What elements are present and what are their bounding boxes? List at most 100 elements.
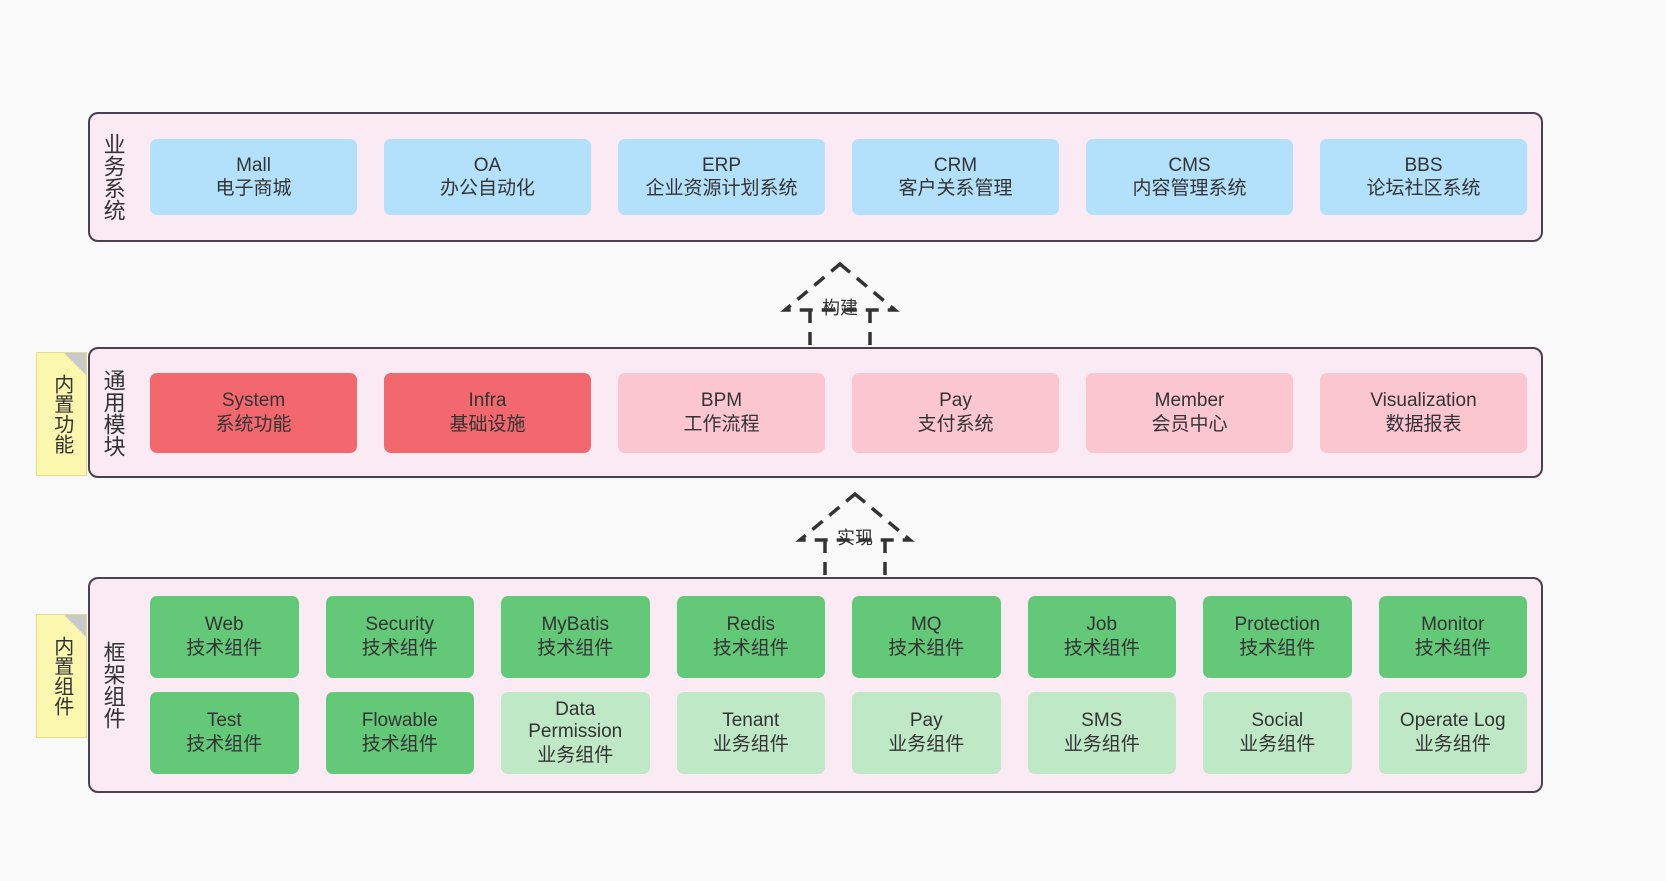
box-title: Monitor bbox=[1421, 614, 1485, 636]
box-title: SMS bbox=[1081, 710, 1123, 732]
box-title: BPM bbox=[700, 390, 743, 412]
box-subtitle: 业务组件 bbox=[888, 733, 965, 755]
box-subtitle: 技术组件 bbox=[1414, 637, 1491, 659]
box-title: CMS bbox=[1168, 154, 1211, 176]
layer-label-common-modules: 通用模块 bbox=[100, 368, 126, 457]
layer-body-business-systems: Mall 电子商城 OA 办公自动化 ERP 企业资源计划系统 CRM 客户关系… bbox=[136, 114, 1541, 240]
box-subtitle: 办公自动化 bbox=[439, 178, 535, 199]
box-redis[interactable]: Redis 技术组件 bbox=[676, 596, 825, 678]
row-business-systems: Mall 电子商城 OA 办公自动化 ERP 企业资源计划系统 CRM 客户关系… bbox=[150, 139, 1527, 215]
box-crm[interactable]: CRM 客户关系管理 bbox=[852, 139, 1059, 215]
box-subtitle: 技术组件 bbox=[537, 637, 614, 659]
box-title: Flowable bbox=[361, 710, 438, 732]
box-social[interactable]: Social 业务组件 bbox=[1203, 692, 1352, 774]
box-title: Pay bbox=[939, 390, 972, 412]
box-subtitle: 工作流程 bbox=[683, 413, 760, 435]
box-subtitle: 业务组件 bbox=[1239, 733, 1316, 755]
connector-build: 构建 bbox=[755, 258, 925, 358]
box-subtitle: 企业资源计划系统 bbox=[645, 178, 798, 199]
box-title: Infra bbox=[468, 390, 507, 412]
box-title: Redis bbox=[726, 614, 776, 636]
box-title: Pay bbox=[909, 710, 943, 732]
box-tenant[interactable]: Tenant 业务组件 bbox=[676, 692, 825, 774]
box-visualization[interactable]: Visualization 数据报表 bbox=[1320, 372, 1527, 453]
box-title: ERP bbox=[701, 154, 742, 176]
box-subtitle: 客户关系管理 bbox=[898, 178, 1013, 199]
connector-build-label: 构建 bbox=[822, 298, 858, 318]
box-security[interactable]: Security 技术组件 bbox=[325, 596, 474, 678]
box-subtitle: 会员中心 bbox=[1151, 413, 1228, 435]
layer-label-framework-components: 框架组件 bbox=[100, 641, 126, 729]
box-subtitle: 内容管理系统 bbox=[1132, 178, 1247, 199]
layer-label-business-systems: 业务系统 bbox=[100, 133, 126, 221]
box-title: Social bbox=[1251, 710, 1304, 732]
row-business-components: Test 技术组件 Flowable 技术组件 Data Permission … bbox=[150, 692, 1527, 774]
box-title: Mall bbox=[236, 154, 271, 176]
sticky-note-builtin-component: 内置组件 bbox=[36, 614, 87, 738]
box-system[interactable]: System 系统功能 bbox=[150, 372, 357, 453]
layer-business-systems: 业务系统 Mall 电子商城 OA 办公自动化 ERP 企业资源计划系统 CRM… bbox=[88, 112, 1543, 242]
box-title: Data Permission bbox=[528, 699, 623, 743]
box-title: Visualization bbox=[1370, 390, 1477, 412]
connector-implement-label: 实现 bbox=[837, 528, 873, 548]
box-title: Web bbox=[204, 614, 244, 636]
box-subtitle: 支付系统 bbox=[917, 413, 994, 435]
box-mall[interactable]: Mall 电子商城 bbox=[150, 139, 357, 215]
box-test[interactable]: Test 技术组件 bbox=[150, 692, 299, 774]
box-mybatis[interactable]: MyBatis 技术组件 bbox=[501, 596, 650, 678]
box-title: MyBatis bbox=[541, 614, 610, 636]
box-subtitle: 电子商城 bbox=[215, 178, 292, 199]
box-subtitle: 技术组件 bbox=[361, 733, 438, 755]
box-member[interactable]: Member 会员中心 bbox=[1086, 372, 1293, 453]
box-subtitle: 技术组件 bbox=[1239, 637, 1316, 659]
box-mq[interactable]: MQ 技术组件 bbox=[852, 596, 1001, 678]
box-monitor[interactable]: Monitor 技术组件 bbox=[1378, 596, 1527, 678]
box-title: Protection bbox=[1234, 614, 1321, 636]
box-subtitle: 技术组件 bbox=[1063, 637, 1140, 659]
row-technical-components: Web 技术组件 Security 技术组件 MyBatis 技术组件 Redi… bbox=[150, 596, 1527, 678]
layer-body-common-modules: System 系统功能 Infra 基础设施 BPM 工作流程 Pay 支付系统… bbox=[136, 349, 1541, 476]
row-common-modules: System 系统功能 Infra 基础设施 BPM 工作流程 Pay 支付系统… bbox=[150, 372, 1527, 453]
layer-framework-components: 框架组件 Web 技术组件 Security 技术组件 MyBatis 技术组件… bbox=[88, 577, 1543, 793]
box-title: Job bbox=[1086, 614, 1118, 636]
box-flowable[interactable]: Flowable 技术组件 bbox=[325, 692, 474, 774]
layer-common-modules: 通用模块 System 系统功能 Infra 基础设施 BPM 工作流程 Pay… bbox=[88, 347, 1543, 478]
box-title: Security bbox=[365, 614, 435, 636]
box-subtitle: 系统功能 bbox=[215, 413, 292, 435]
box-subtitle: 数据报表 bbox=[1385, 413, 1462, 435]
box-subtitle: 技术组件 bbox=[712, 637, 789, 659]
box-title: BBS bbox=[1404, 154, 1443, 176]
box-subtitle: 技术组件 bbox=[186, 637, 263, 659]
box-subtitle: 技术组件 bbox=[186, 733, 263, 755]
box-cms[interactable]: CMS 内容管理系统 bbox=[1086, 139, 1293, 215]
box-erp[interactable]: ERP 企业资源计划系统 bbox=[618, 139, 825, 215]
box-subtitle: 基础设施 bbox=[449, 413, 526, 435]
box-data-permission[interactable]: Data Permission 业务组件 bbox=[501, 692, 650, 774]
box-subtitle: 业务组件 bbox=[537, 744, 614, 766]
box-bpm[interactable]: BPM 工作流程 bbox=[618, 372, 825, 453]
layer-body-framework-components: Web 技术组件 Security 技术组件 MyBatis 技术组件 Redi… bbox=[136, 579, 1541, 791]
box-oa[interactable]: OA 办公自动化 bbox=[384, 139, 591, 215]
box-title: Member bbox=[1154, 390, 1225, 412]
box-subtitle: 业务组件 bbox=[712, 733, 789, 755]
box-title: Operate Log bbox=[1399, 710, 1506, 732]
box-subtitle: 技术组件 bbox=[888, 637, 965, 659]
box-subtitle: 业务组件 bbox=[1414, 733, 1491, 755]
box-pay-component[interactable]: Pay 业务组件 bbox=[852, 692, 1001, 774]
box-job[interactable]: Job 技术组件 bbox=[1027, 596, 1176, 678]
sticky-note-text: 内置组件 bbox=[50, 636, 73, 716]
box-subtitle: 业务组件 bbox=[1063, 733, 1140, 755]
box-pay-module[interactable]: Pay 支付系统 bbox=[852, 372, 1059, 453]
box-sms[interactable]: SMS 业务组件 bbox=[1027, 692, 1176, 774]
box-operate-log[interactable]: Operate Log 业务组件 bbox=[1378, 692, 1527, 774]
box-subtitle: 论坛社区系统 bbox=[1366, 178, 1481, 199]
sticky-note-builtin-function: 内置功能 bbox=[36, 352, 87, 476]
box-bbs[interactable]: BBS 论坛社区系统 bbox=[1320, 139, 1527, 215]
box-title: Tenant bbox=[722, 710, 780, 732]
box-protection[interactable]: Protection 技术组件 bbox=[1203, 596, 1352, 678]
box-web[interactable]: Web 技术组件 bbox=[150, 596, 299, 678]
box-title: OA bbox=[473, 154, 502, 176]
box-title: System bbox=[221, 390, 286, 412]
box-infra[interactable]: Infra 基础设施 bbox=[384, 372, 591, 453]
